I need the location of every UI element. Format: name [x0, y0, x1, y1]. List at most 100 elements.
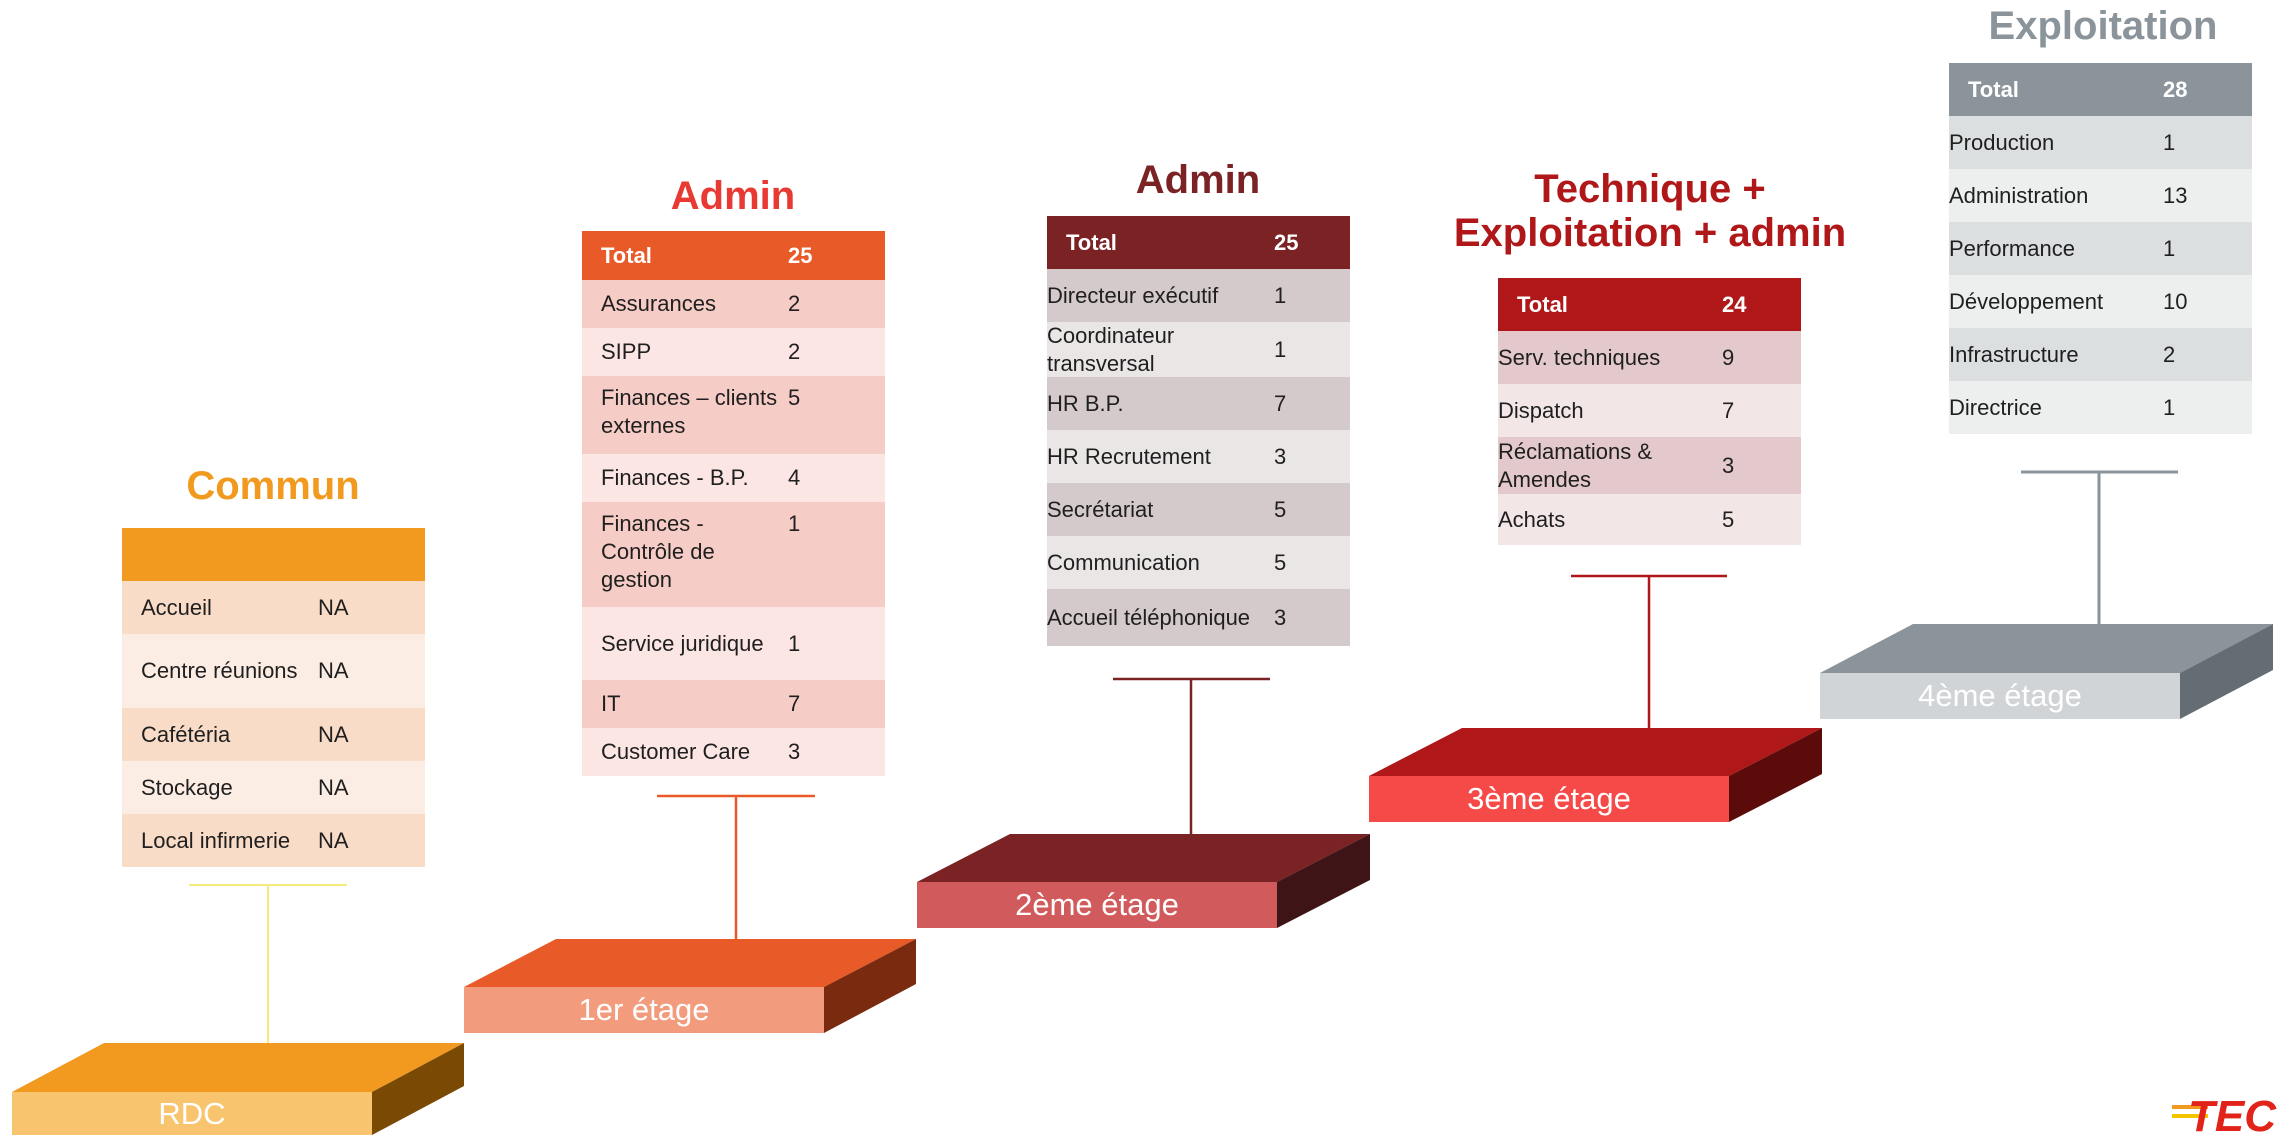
table-row: Stockage NA: [122, 761, 425, 814]
row-value: NA: [318, 827, 349, 853]
total-label: Total: [1066, 229, 1117, 255]
row-name: Customer Care: [601, 739, 751, 764]
row-value: 2: [788, 339, 801, 364]
connector-admin1: [657, 794, 815, 939]
floor-label-4: 4ème étage: [1918, 678, 2082, 713]
table-row: Cafétéria NA: [122, 708, 425, 761]
floor-4-slab: [1820, 624, 2273, 719]
row-name: Local infirmerie: [141, 827, 291, 853]
row-value: 7: [1722, 397, 1735, 423]
row-value: 1: [788, 630, 801, 656]
tec-logo: TEC: [2172, 1092, 2277, 1135]
row-value: 9: [1722, 344, 1735, 370]
floor-2-slab: [917, 834, 1370, 928]
row-name: Assurances: [601, 291, 716, 316]
row-name: Service juridique: [601, 630, 764, 656]
row-name: SIPP: [601, 339, 652, 364]
floor-3-slab: [1369, 728, 1822, 822]
row-name: Infrastructure: [1949, 341, 2079, 367]
total-label: Total: [1968, 76, 2019, 102]
row-value: 5: [788, 385, 801, 410]
table-row: Secrétariat 5: [1047, 483, 1350, 536]
row-value: 3: [1274, 443, 1287, 469]
floor-rdc-slab: [12, 1043, 464, 1135]
row-name: Coordinateur transversal: [1047, 322, 1175, 376]
row-name: Cafétéria: [141, 721, 231, 747]
row-name: Production: [1949, 129, 2055, 155]
floor-label-1: 1er étage: [578, 992, 710, 1027]
row-name: Directrice: [1949, 394, 2042, 420]
table-row: Coordinateur transversal 1: [1047, 322, 1350, 377]
total-value: 25: [1274, 229, 1299, 255]
row-value: NA: [318, 594, 349, 620]
total-value: 25: [788, 242, 813, 268]
row-name: Secrétariat: [1047, 496, 1154, 522]
row-name: Achats: [1498, 506, 1566, 532]
connector-commun: [189, 884, 347, 1043]
table-row: Customer Care 3: [582, 728, 885, 776]
table-header-row: [122, 528, 425, 581]
row-value: 13: [2163, 182, 2188, 208]
row-value: 2: [788, 291, 801, 316]
table-row: HR B.P. 7: [1047, 377, 1350, 430]
row-name: IT: [601, 691, 621, 716]
row-value: 3: [788, 739, 801, 764]
row-name: Serv. techniques: [1498, 344, 1661, 370]
row-value: 1: [788, 511, 801, 536]
title-expl4: Exploitation: [1988, 4, 2218, 48]
table-row: Assurances 2: [582, 280, 885, 328]
table-row: Production 1: [1949, 116, 2252, 169]
floor-label-2: 2ème étage: [1015, 887, 1179, 922]
table-row: Infrastructure 2: [1949, 328, 2252, 381]
row-value: 5: [1722, 506, 1735, 532]
row-name: Performance: [1949, 235, 2075, 261]
row-value: NA: [318, 658, 349, 683]
row-name: Développement: [1949, 288, 2104, 314]
row-value: NA: [318, 721, 349, 747]
row-name: Stockage: [141, 774, 233, 800]
row-value: 7: [1274, 390, 1287, 416]
table-row: Local infirmerie NA: [122, 814, 425, 867]
row-name: Directeur exécutif: [1047, 282, 1219, 308]
floor-1-slab: [464, 939, 916, 1033]
logo-text: TEC: [2188, 1092, 2277, 1135]
row-value: 3: [1274, 604, 1287, 630]
row-value: 1: [1274, 336, 1287, 362]
title-admin1: Admin: [670, 174, 796, 218]
floor-label-rdc: RDC: [158, 1095, 226, 1131]
row-name: Finances - B.P.: [601, 465, 749, 490]
connector-tech3: [1571, 574, 1727, 728]
table-header-row: Total 25: [1047, 216, 1350, 269]
title-admin2: Admin: [1135, 158, 1261, 202]
row-value: 10: [2163, 288, 2188, 314]
row-value: 2: [2163, 341, 2176, 367]
table-row: Performance 1: [1949, 222, 2252, 275]
title-commun: Commun: [186, 464, 360, 508]
row-value: 1: [2163, 235, 2176, 261]
table-row: Service juridique 1: [582, 607, 885, 680]
row-name: Centre réunions: [141, 658, 298, 683]
row-name: HR B.P.: [1047, 390, 1124, 416]
row-name: Dispatch: [1498, 397, 1584, 423]
row-value: 1: [2163, 129, 2176, 155]
floor-label-3: 3ème étage: [1467, 781, 1631, 816]
row-value: 5: [1274, 549, 1287, 575]
row-value: NA: [318, 774, 349, 800]
connector-admin2: [1113, 677, 1270, 834]
row-value: 5: [1274, 496, 1287, 522]
